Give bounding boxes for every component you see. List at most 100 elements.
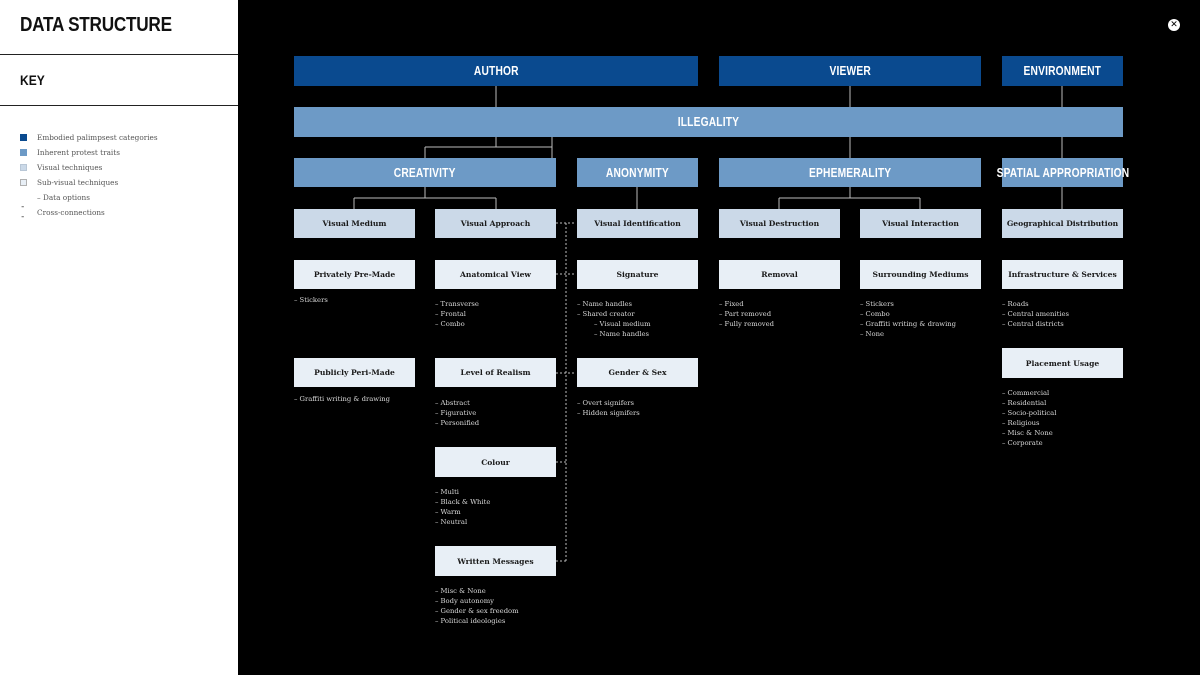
options-infrastructure: – Roads – Central amenities – Central di… [1002,299,1069,329]
key-sidebar: DATA STRUCTURE KEY Embodied palimpsest c… [0,0,238,675]
legend-item-visual-techniques: Visual techniques [20,161,102,173]
sub-label: Surrounding Mediums [872,270,969,279]
options-signature: – Name handles – Shared creator – Visual… [577,299,651,339]
option-item: – Personified [435,419,480,427]
dashed-line-icon: - - [20,202,25,222]
sub-label: Anatomical View [460,270,531,279]
option-item: – Hidden signifers [577,409,640,417]
option-sub-item: – Name handles [594,330,650,338]
category-environment: ENVIRONMENT [1002,56,1123,86]
page-title: DATA STRUCTURE [20,14,172,36]
option-item: – Warm [435,508,461,516]
technique-label: Geographical Distribution [1006,219,1119,228]
sub-signature: Signature [577,260,698,289]
option-item: – Part removed [719,310,772,318]
option-item: – Graffiti writing & drawing [860,320,956,328]
sub-label: Publicly Peri-Made [314,368,395,377]
trait-label: CREATIVITY [394,165,456,180]
technique-visual-interaction: Visual Interaction [860,209,981,238]
sub-infrastructure-services: Infrastructure & Services [1002,260,1123,289]
option-item: – Roads [1002,300,1029,308]
category-viewer: VIEWER [719,56,981,86]
legend-label: Visual techniques [37,162,103,172]
technique-label: Visual Destruction [739,219,820,228]
trait-illegality: ILLEGALITY [294,107,1123,137]
option-item: – Name handles [577,300,633,308]
options-placement: – Commercial – Residential – Socio-polit… [1002,388,1056,448]
options-colour: – Multi – Black & White – Warm – Neutral [435,487,490,527]
trait-label: SPATIAL APPROPRIATION [996,165,1129,180]
sub-colour: Colour [435,447,556,477]
option-item: – Combo [435,320,465,328]
options-privately: – Stickers [294,295,328,305]
option-item: – Abstract [435,399,470,407]
option-item: – Socio-political [1002,409,1057,417]
technique-visual-identification: Visual Identification [577,209,698,238]
trait-anonymity: ANONYMITY [577,158,698,187]
sub-label: Signature [616,270,659,279]
option-item: – Gender & sex freedom [435,607,519,615]
legend-item-traits: Inherent protest traits [20,146,120,158]
legend-label: Sub-visual techniques [37,177,119,187]
sub-label: Written Messages [457,556,534,566]
key-heading: KEY [20,72,45,88]
option-item: – Transverse [435,300,479,308]
sub-gender-sex: Gender & Sex [577,358,698,387]
option-item: – Frontal [435,310,466,318]
option-sub-item: – Visual medium [594,320,651,328]
sub-label: Privately Pre-Made [313,270,396,279]
option-item: – Central districts [1002,320,1064,328]
sub-label: Removal [761,270,798,279]
legend-label: Embodied palimpsest categories [37,132,158,142]
legend-label: Cross-connections [37,207,105,217]
sub-anatomical-view: Anatomical View [435,260,556,289]
trait-creativity: CREATIVITY [294,158,556,187]
sub-label: Infrastructure & Services [1008,270,1117,279]
option-item: – Stickers [860,300,894,308]
trait-spatial-appropriation: SPATIAL APPROPRIATION [996,158,1129,187]
sub-surrounding-mediums: Surrounding Mediums [860,260,981,289]
option-item: – Shared creator [577,310,635,318]
option-item: – Religious [1002,419,1040,427]
technique-label: Visual Identification [594,219,681,228]
legend-item-cross: - - Cross-connections [20,202,105,222]
technique-visual-destruction: Visual Destruction [719,209,840,238]
swatch-visual-techniques [20,163,27,171]
sub-label: Level of Realism [460,368,531,377]
category-label: ENVIRONMENT [1023,64,1102,78]
option-item: – Combo [860,310,890,318]
sub-label: Placement Usage [1025,358,1100,368]
technique-label: Visual Interaction [882,219,959,228]
option-item: – Political ideologies [435,617,506,625]
options-anatomical: – Transverse – Frontal – Combo [435,299,479,329]
technique-label: Visual Medium [322,219,387,228]
divider [0,54,238,55]
sub-publicly-peri-made: Publicly Peri-Made [294,358,415,387]
options-publicly: – Graffiti writing & drawing [294,394,390,404]
trait-ephemerality: EPHEMERALITY [719,158,981,187]
close-icon[interactable]: ✕ [1168,19,1180,31]
swatch-categories [20,133,27,141]
sub-placement-usage: Placement Usage [1002,348,1123,378]
option-item: – Black & White [435,498,491,506]
technique-visual-medium: Visual Medium [294,209,415,238]
sub-label: Gender & Sex [608,368,667,377]
sub-level-of-realism: Level of Realism [435,358,556,387]
divider [0,105,238,106]
option-item: – Body autonomy [435,597,495,605]
options-removal: – Fixed – Part removed – Fully removed [719,299,774,329]
technique-label: Visual Approach [460,219,531,228]
option-item: – Residential [1002,399,1047,407]
option-item: – Fixed [719,300,744,308]
option-item: – Figurative [435,409,477,417]
legend-label: Inherent protest traits [37,147,120,157]
sub-label: Colour [481,457,510,467]
option-item: – Central amenities [1002,310,1070,318]
legend-item-categories: Embodied palimpsest categories [20,131,158,143]
options-gender: – Overt signifers – Hidden signifers [577,398,640,418]
option-item: – Misc & None [1002,429,1053,437]
sub-removal: Removal [719,260,840,289]
options-surrounding: – Stickers – Combo – Graffiti writing & … [860,299,956,339]
technique-geographical-distribution: Geographical Distribution [1002,209,1123,238]
option-item: – Fully removed [719,320,775,328]
